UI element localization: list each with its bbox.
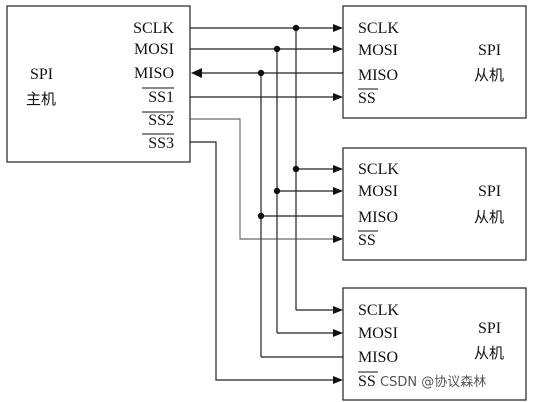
junction-mosi-mid <box>273 187 281 195</box>
miso-bus <box>202 72 343 358</box>
junction-sclk-top <box>292 24 300 32</box>
arrow-ss2-s2 <box>333 235 343 243</box>
master-pin-mosi: MOSI <box>134 41 174 58</box>
master-pin-sclk: SCLK <box>133 20 174 37</box>
sclk-bus <box>190 27 336 311</box>
arrow-mosi-s2 <box>333 187 343 195</box>
slave2-pin-sclk: SCLK <box>358 161 399 178</box>
arrow-ss3-s3 <box>333 376 343 384</box>
arrow-mosi-s1 <box>333 45 343 53</box>
master-pin-ss2: SS2 <box>148 112 174 129</box>
arrow-sclk-s2 <box>333 165 343 173</box>
slave-box-3 <box>342 287 527 401</box>
arrow-sclk-s3 <box>333 306 343 314</box>
arrow-ss1-s1 <box>333 93 343 101</box>
junction-mosi-top <box>273 45 281 53</box>
slave2-pin-miso: MISO <box>358 209 398 226</box>
master-pin-miso: MISO <box>134 65 174 82</box>
slave3-pin-ss: SS <box>358 373 376 390</box>
slave1-title: SPI <box>478 42 501 59</box>
slave3-title: SPI <box>478 320 501 337</box>
slave2-pin-ss: SS <box>358 232 376 249</box>
junction-miso-top <box>257 69 265 77</box>
mosi-bus <box>190 48 336 334</box>
junction-miso-mid <box>257 212 265 220</box>
slave2-pin-mosi: MOSI <box>358 183 398 200</box>
slave1-pin-sclk: SCLK <box>358 20 399 37</box>
slave1-pin-miso: MISO <box>358 67 398 84</box>
arrow-miso-master <box>191 68 202 78</box>
master-box <box>6 5 191 163</box>
slave3-pin-mosi: MOSI <box>358 325 398 342</box>
junction-sclk-mid <box>292 165 300 173</box>
slave1-pin-ss: SS <box>358 90 376 107</box>
master-pin-ss3: SS3 <box>148 135 174 152</box>
ss3-line <box>190 141 336 381</box>
master-title: SPI <box>30 66 53 83</box>
slave-box-1 <box>342 5 527 119</box>
slave1-subtitle: 从机 <box>474 66 504 84</box>
slave3-subtitle: 从机 <box>474 344 504 362</box>
slave3-pin-sclk: SCLK <box>358 302 399 319</box>
watermark-text: CSDN @协议森林 <box>380 375 486 390</box>
slave2-title: SPI <box>478 183 501 200</box>
slave3-pin-miso: MISO <box>358 349 398 366</box>
ss2-line <box>190 118 336 240</box>
master-pin-ss1: SS1 <box>148 89 174 106</box>
slave1-pin-mosi: MOSI <box>358 42 398 59</box>
master-subtitle: 主机 <box>26 90 56 108</box>
slave-box-2 <box>342 147 527 261</box>
slave2-subtitle: 从机 <box>474 208 504 226</box>
arrow-sclk-s1 <box>333 24 343 32</box>
arrow-mosi-s3 <box>333 329 343 337</box>
